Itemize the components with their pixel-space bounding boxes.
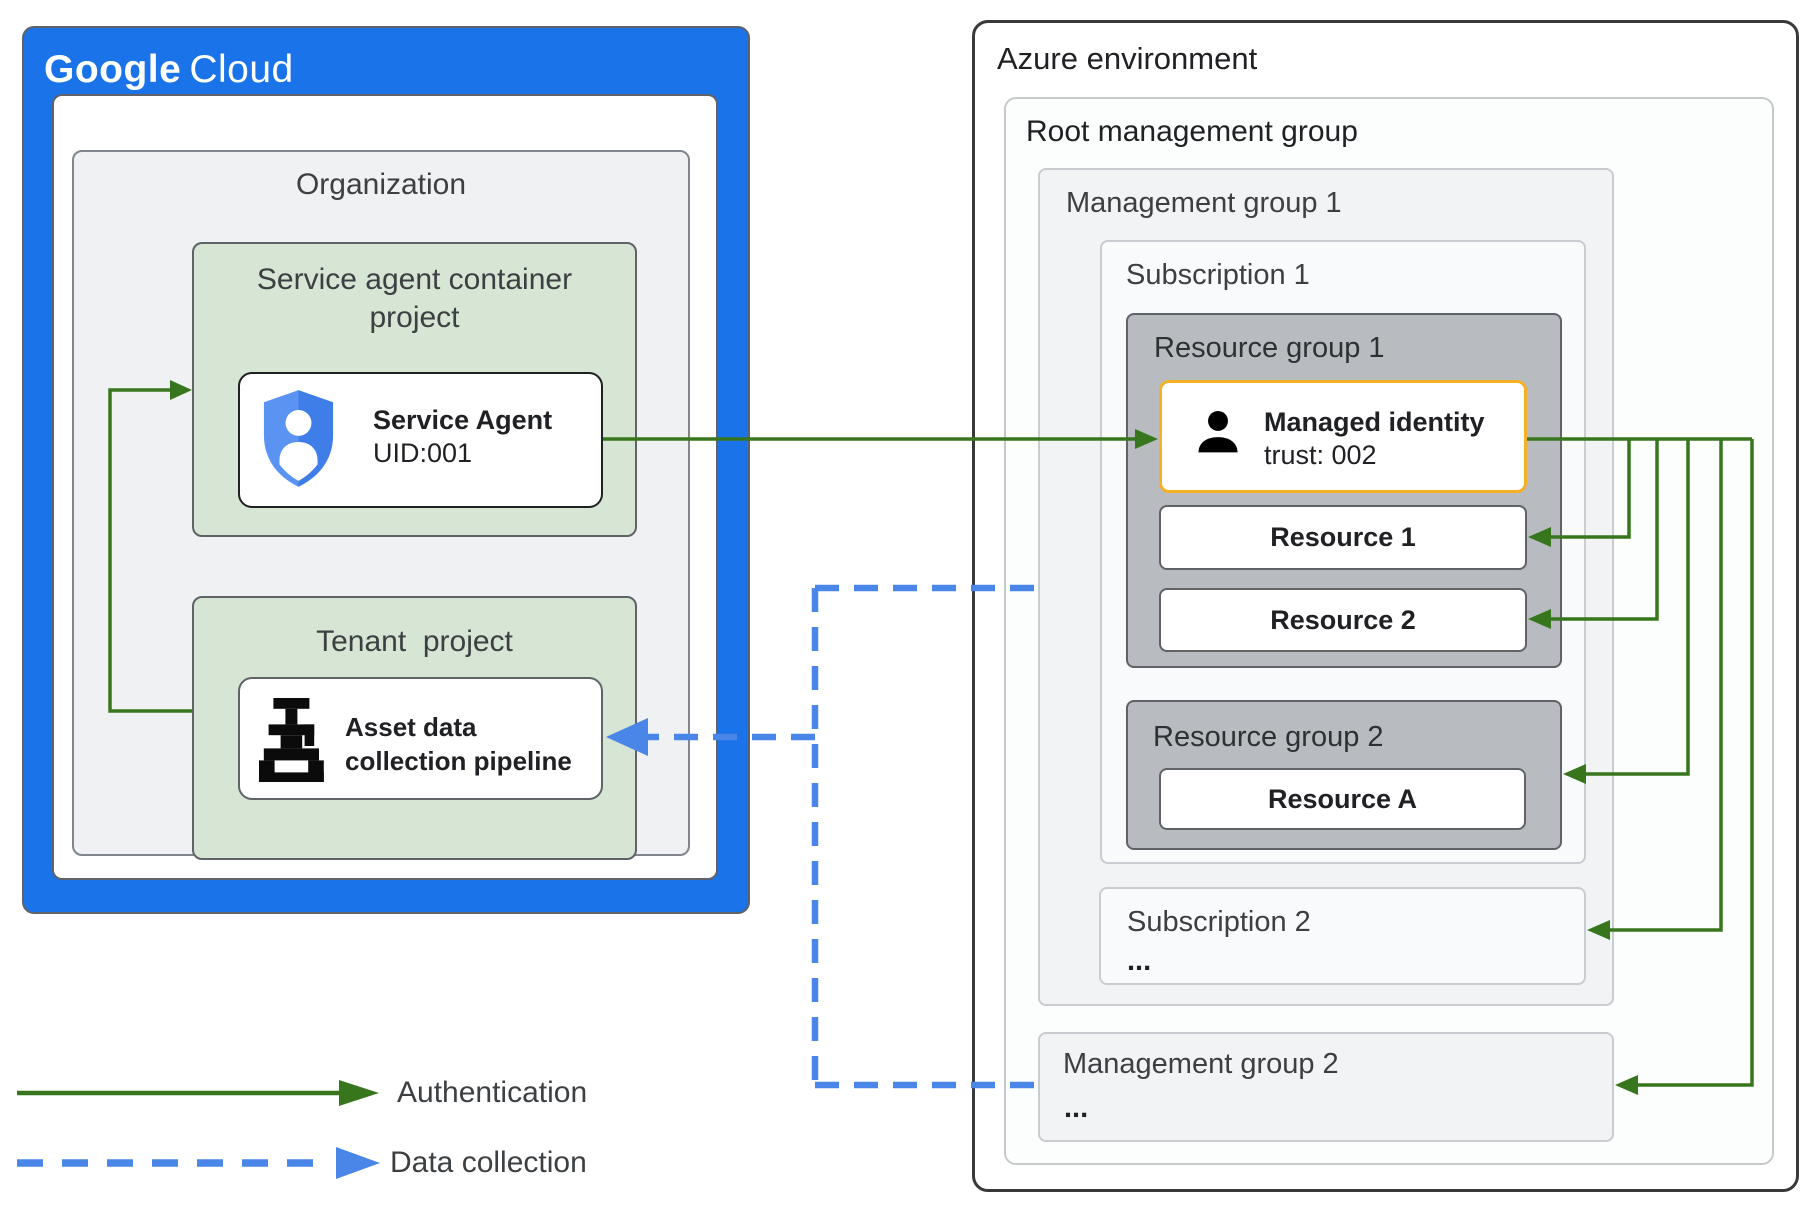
service-agent-title: Service Agent — [373, 405, 553, 435]
managed-identity-person-icon — [1198, 410, 1238, 453]
managed-identity-title: Managed identity — [1264, 407, 1485, 437]
subscription-2-label: Subscription 2 — [1127, 906, 1311, 938]
resource-1-label: Resource 1 — [1270, 522, 1416, 552]
management-group-1-label: Management group 1 — [1066, 187, 1342, 219]
legend-authentication-label: Authentication — [397, 1076, 588, 1109]
resource-2-label: Resource 2 — [1270, 604, 1416, 635]
resource-a-box: Resource A — [1159, 768, 1526, 830]
pipeline-text-line1: Asset data — [345, 712, 477, 742]
legend-data-collection-label: Data collection — [390, 1146, 587, 1179]
pipeline-icon — [259, 698, 324, 782]
management-group-2-box — [1038, 1032, 1614, 1142]
pipeline-text-line2: collection pipeline — [345, 746, 572, 776]
resource-a-label: Resource A — [1267, 783, 1418, 814]
service-agent-text: Service Agent UID:001 — [373, 404, 552, 470]
google-cloud-logo-word1: Google — [44, 48, 182, 91]
subscription-1-label: Subscription 1 — [1126, 259, 1310, 291]
managed-identity-trust: trust: 002 — [1264, 440, 1377, 470]
root-management-group-label: Root management group — [1026, 115, 1358, 148]
organization-label: Organization — [295, 168, 467, 201]
service-agent-container-label-line2: project — [369, 301, 460, 334]
resource-group-2-label: Resource group 2 — [1153, 721, 1384, 753]
management-group-2-ellipsis: ... — [1064, 1092, 1089, 1124]
resource-2-box: Resource 2 — [1159, 588, 1527, 652]
service-agent-shield-icon — [263, 390, 334, 487]
resource-group-1-label: Resource group 1 — [1154, 332, 1385, 364]
managed-identity-text: Managed identity trust: 002 — [1264, 406, 1485, 472]
asset-data-pipeline-text: Asset data collection pipeline — [345, 710, 572, 778]
google-cloud-logo-word2: Cloud — [189, 48, 294, 91]
managed-identity-box — [1159, 380, 1527, 493]
resource-1-box: Resource 1 — [1159, 505, 1527, 570]
legend-data-collection-arrow — [17, 1147, 380, 1179]
subscription-2-ellipsis: ... — [1127, 945, 1152, 977]
service-agent-container-project-label: Service agent container project — [192, 261, 637, 337]
tenant-project-label: Tenant project — [316, 625, 513, 658]
service-agent-uid: UID:001 — [373, 438, 473, 468]
azure-environment-label: Azure environment — [997, 41, 1258, 76]
subscription-2-box — [1099, 887, 1586, 985]
management-group-2-label: Management group 2 — [1063, 1048, 1339, 1080]
legend-authentication-arrow — [17, 1080, 379, 1106]
service-agent-container-label-line1: Service agent container — [256, 263, 573, 296]
